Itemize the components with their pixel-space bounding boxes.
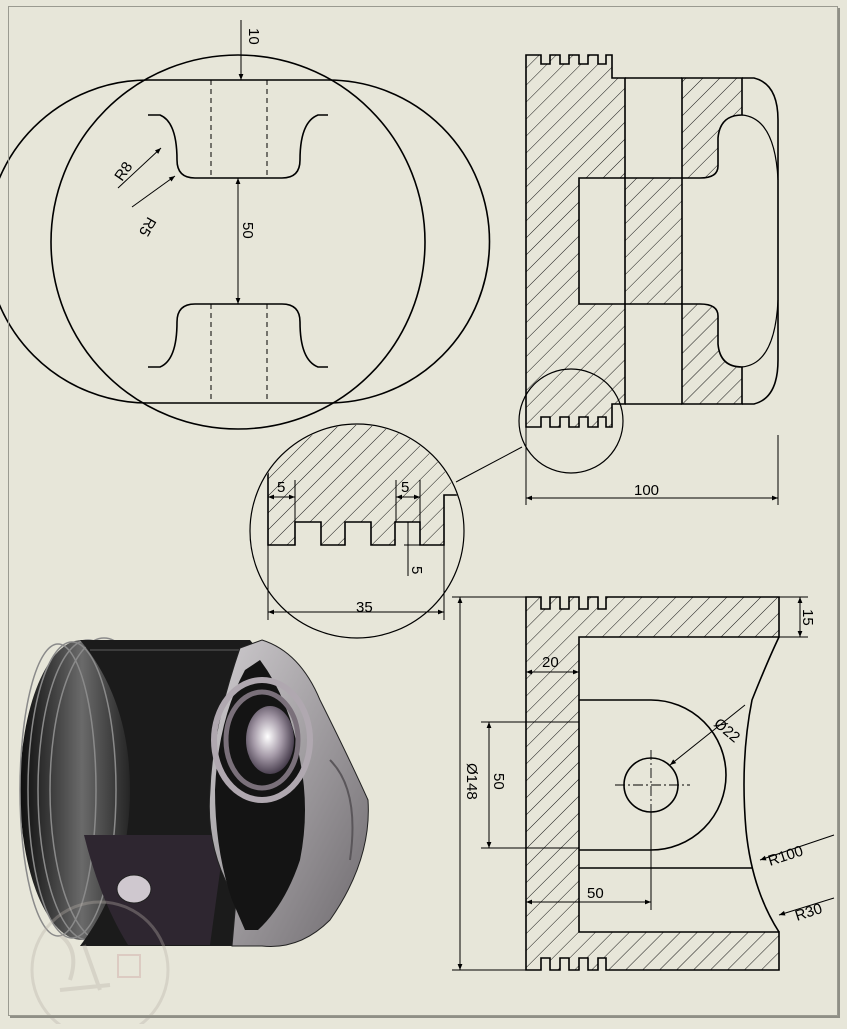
top-view [0,20,491,430]
top-view-outer-circle [50,54,426,430]
dim-groove-right: 5 [401,479,409,496]
side-section-body [525,54,626,428]
iso-pin-hole [116,874,152,904]
detail-callout-circle [518,368,624,474]
dim-height: 100 [634,482,659,499]
front-section-view [452,596,835,971]
dim-slot-spacing: 50 [239,222,256,239]
isometric-render [19,637,369,947]
dim-top-gap: 10 [245,28,262,45]
dim-groove-depth: 5 [408,566,425,574]
front-section-shell [525,596,780,971]
side-section-view [455,54,779,505]
side-section-boss [624,77,743,405]
front-section-side-profile [743,636,780,933]
seal-watermark-icon [30,900,170,1029]
iso-boss [84,835,225,945]
sheet-border [8,6,838,1016]
iso-pin [246,706,294,774]
dim-groove-left: 5 [277,479,285,496]
dim-boss-height: 50 [490,773,507,790]
detail-circle [249,423,465,639]
iso-pin-ring-outer [211,677,313,803]
dim-wall-thickness: 20 [542,654,559,671]
dim-top-thickness: 15 [799,609,816,626]
dim-boss-depth: 50 [587,885,604,902]
dim-diameter: Ø148 [463,763,480,800]
side-section-crown [742,77,779,405]
detail-view [249,423,465,639]
front-section-pin-boss [579,699,727,851]
dim-total-width: 35 [356,599,373,616]
